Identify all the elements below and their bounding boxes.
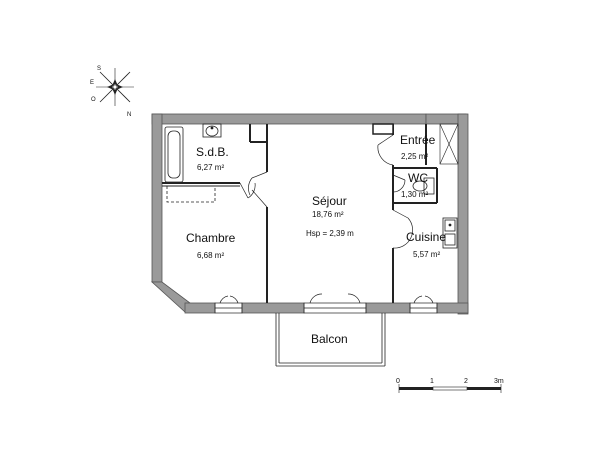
scale-label-3m: 3m: [494, 378, 504, 385]
compass-label-e: E: [90, 80, 94, 86]
room-area-chambre: 6,68 m²: [197, 251, 224, 260]
niche-box: [372, 123, 394, 135]
balcony-outline: [275, 313, 386, 367]
room-label-cuisine: Cuisine: [406, 230, 446, 244]
bathtub-icon: [164, 126, 184, 183]
scale-label-2: 2: [464, 378, 468, 385]
closet-cross: [439, 123, 459, 165]
door-swings: [239, 134, 414, 249]
room-area-entree: 2,25 m²: [401, 152, 428, 161]
room-label-chambre: Chambre: [186, 231, 236, 245]
room-area-sejour: 18,76 m²: [312, 210, 344, 219]
scale-label-0: 0: [396, 378, 400, 385]
kitchen-counter-icon: [442, 217, 458, 249]
compass-label-n: N: [127, 112, 131, 118]
compass-label-s: S: [97, 66, 101, 72]
room-area-sdb: 6,27 m²: [197, 163, 224, 172]
room-area-wc: 1,30 m²: [401, 190, 428, 199]
room-label-sejour: Séjour: [312, 194, 347, 208]
scale-bar: 0 1 2 3m: [396, 378, 504, 393]
windows: [214, 293, 438, 314]
room-label-wc: WC: [408, 171, 428, 185]
exterior-walls: [150, 113, 469, 315]
room-label-entree: Entrée: [400, 133, 436, 147]
compass-rose-icon: S E N O: [90, 66, 134, 118]
room-label-balcon: Balcon: [311, 332, 348, 346]
washbasin-icon: [202, 123, 222, 138]
room-height-sejour: Hsp = 2,39 m: [306, 229, 354, 238]
shower-icon: [166, 185, 216, 203]
compass-label-o: O: [91, 97, 96, 103]
room-label-sdb: S.d.B.: [196, 145, 229, 159]
toilet-icon: [412, 177, 435, 195]
room-area-cuisine: 5,57 m²: [413, 250, 440, 259]
scale-label-1: 1: [430, 378, 434, 385]
